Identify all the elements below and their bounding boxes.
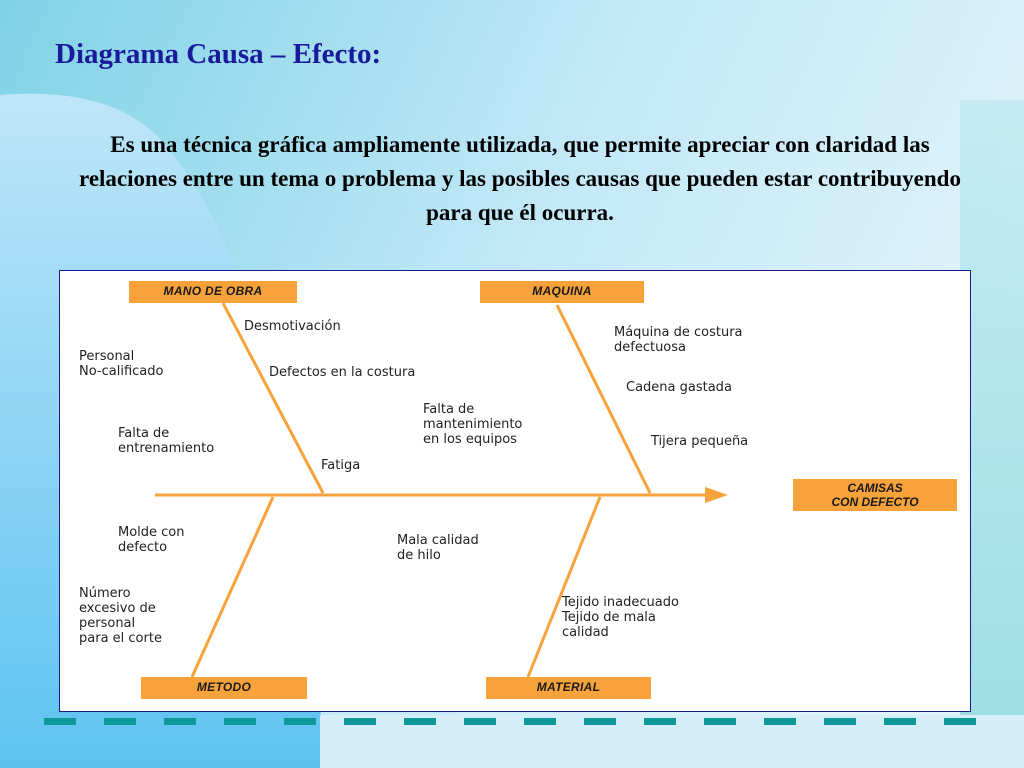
dash — [284, 718, 316, 725]
effect-box: CAMISAS CON DEFECTO — [793, 479, 957, 511]
cause-cadena-gastada: Cadena gastada — [626, 380, 732, 395]
cause-fatiga: Fatiga — [321, 458, 361, 473]
slide-description: Es una técnica gráfica ampliamente utili… — [79, 132, 961, 225]
dash — [224, 718, 256, 725]
dash — [644, 718, 676, 725]
cause-falta-entrenamiento: Falta de entrenamiento — [118, 426, 215, 456]
cause-mala-calidad-hilo: Mala calidad de hilo — [397, 533, 479, 563]
dash — [344, 718, 376, 725]
dash — [884, 718, 916, 725]
cause-maquina-costura: Máquina de costura defectuosa — [614, 325, 743, 355]
dash — [44, 718, 76, 725]
cause-falta-mantenimiento: Falta de mantenimiento en los equipos — [423, 402, 523, 447]
category-mano-de-obra: MANO DE OBRA — [129, 281, 297, 303]
dash — [704, 718, 736, 725]
cause-desmotivacion: Desmotivación — [244, 319, 341, 334]
category-maquina: MAQUINA — [480, 281, 644, 303]
bone-metodo — [190, 496, 275, 678]
dash — [464, 718, 496, 725]
cause-tijera-pequena: Tijera pequeña — [651, 434, 749, 449]
dash — [944, 718, 976, 725]
cause-tejido: Tejido inadecuado Tejido de mala calidad — [562, 595, 679, 640]
bone-mano-de-obra — [221, 302, 325, 494]
dash — [104, 718, 136, 725]
bone-maquina — [555, 304, 652, 494]
dash — [404, 718, 436, 725]
dash — [584, 718, 616, 725]
dash — [824, 718, 856, 725]
cause-numero-excesivo: Número excesivo de personal para el cort… — [79, 586, 162, 646]
fishbone-diagram: MANO DE OBRA MAQUINA METODO MATERIAL CAM… — [59, 270, 971, 712]
cause-defectos-costura: Defectos en la costura — [269, 365, 416, 380]
category-metodo: METODO — [141, 677, 307, 699]
cause-personal-no-calificado: Personal No-calificado — [79, 349, 164, 379]
category-material: MATERIAL — [486, 677, 651, 699]
fishbone-lines — [155, 302, 728, 678]
dash — [524, 718, 556, 725]
dash — [164, 718, 196, 725]
slide-title: Diagrama Causa – Efecto: — [55, 38, 382, 70]
spine-arrowhead — [705, 487, 728, 503]
cause-molde-defecto: Molde con defecto — [118, 525, 185, 555]
bone-material — [526, 496, 602, 678]
dash — [764, 718, 796, 725]
